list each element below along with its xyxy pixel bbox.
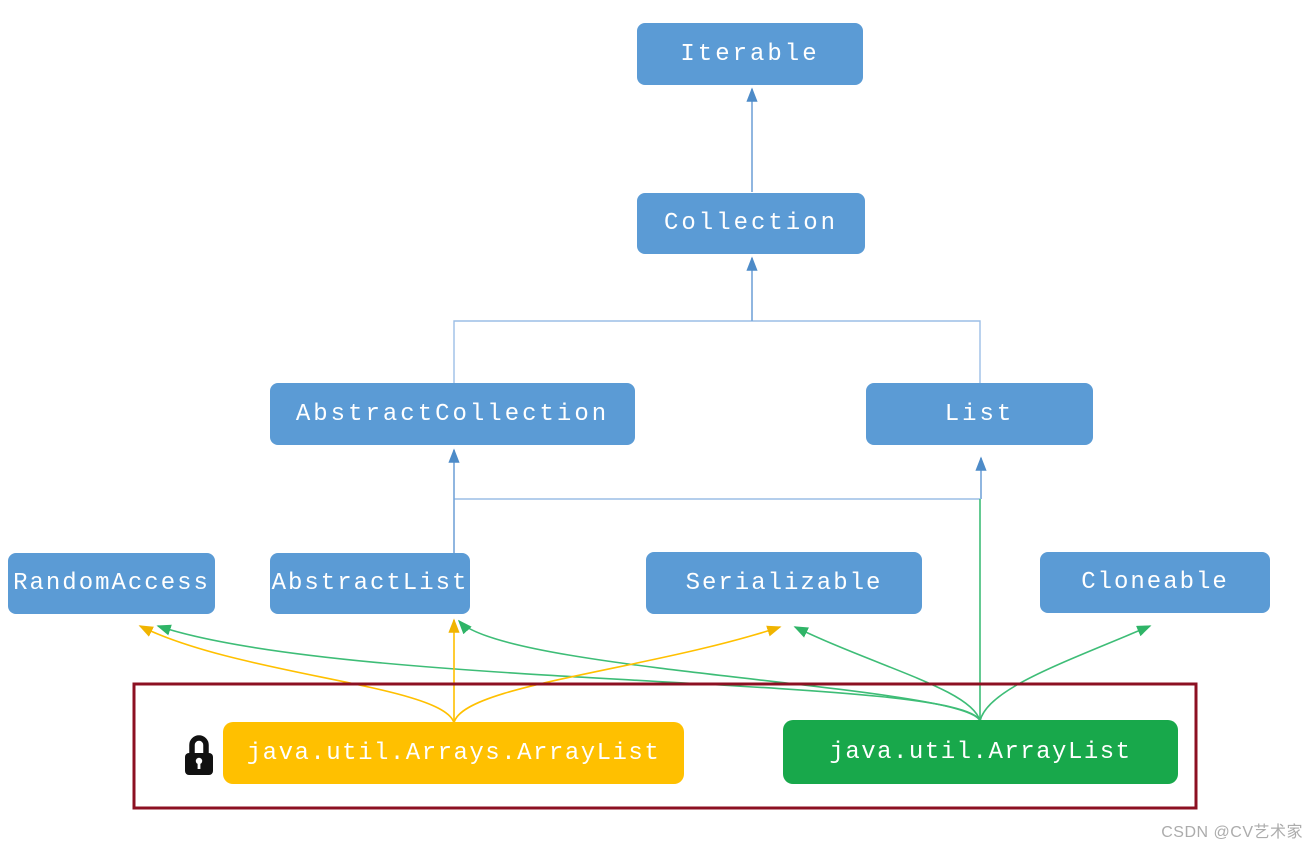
edge-arraysarraylist-serializable — [453, 625, 782, 724]
node-iterable: Iterable — [637, 23, 863, 85]
node-serializable: Serializable — [646, 552, 922, 614]
edge-elbow-collection-children — [453, 320, 981, 384]
node-java-util-arrays-arraylist: java.util.Arrays.ArrayList — [223, 722, 684, 784]
node-cloneable: Cloneable — [1040, 552, 1270, 613]
node-collection: Collection — [637, 193, 865, 254]
watermark: CSDN @CV艺术家 — [1161, 824, 1303, 841]
node-abstract-list: AbstractList — [270, 553, 470, 614]
highlight-rectangle — [132, 682, 1198, 810]
edge-arraylist-serializable — [793, 626, 981, 722]
node-abstract-collection: AbstractCollection — [270, 383, 635, 445]
node-java-util-arraylist: java.util.ArrayList — [783, 720, 1178, 784]
edge-arraysarraylist-randomaccess — [138, 625, 455, 724]
lock-icon — [185, 735, 213, 775]
edge-arraylist-cloneable — [979, 625, 1152, 722]
edge-arraylist-randomaccess — [156, 624, 981, 722]
node-random-access: RandomAccess — [8, 553, 215, 614]
edge-arraylist-abstractlist — [457, 619, 981, 722]
node-list: List — [866, 383, 1093, 445]
